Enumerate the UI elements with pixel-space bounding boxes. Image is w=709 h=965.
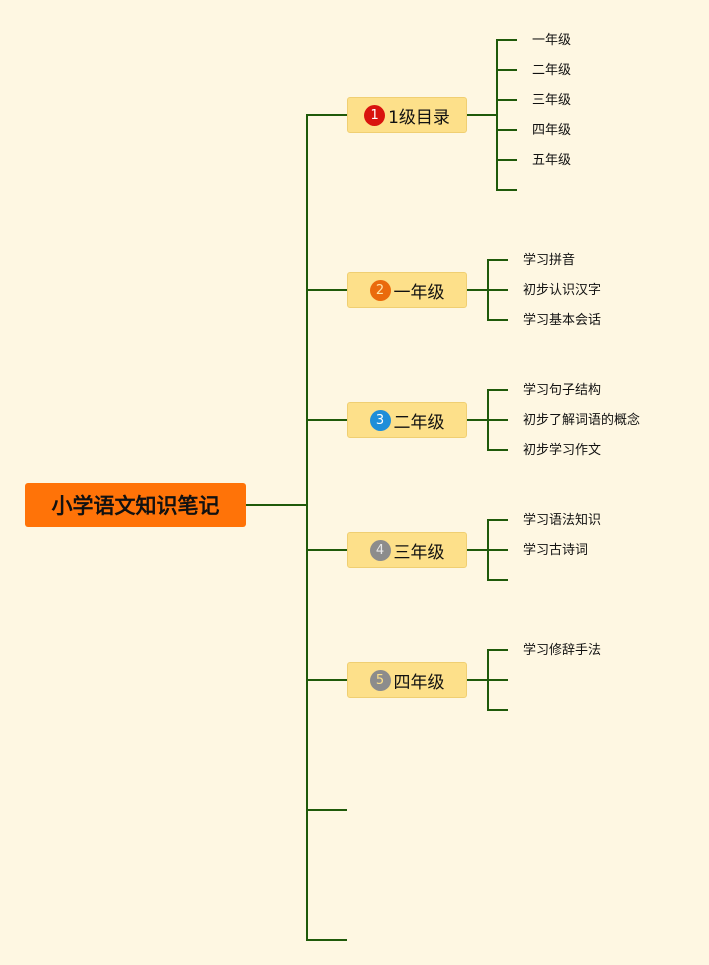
branch-topic-3[interactable]: 3 二年级 [347, 402, 467, 438]
branch-topic-2[interactable]: 2 一年级 [347, 272, 467, 308]
branch-topic-label: 四年级 [393, 672, 445, 693]
leaf-topic[interactable]: 二年级 [532, 63, 572, 78]
number-5-icon: 5 [369, 669, 391, 691]
leaf-topic[interactable]: 初步学习作文 [523, 443, 602, 458]
root-topic[interactable]: 小学语文知识笔记 [25, 483, 246, 527]
leaf-topic[interactable]: 学习句子结构 [523, 383, 602, 398]
branch-topic-label: 一年级 [393, 282, 445, 303]
number-4-icon: 4 [369, 539, 391, 561]
branch-topic-label: 二年级 [393, 412, 445, 433]
branch-topic-1[interactable]: 1 1级目录 [347, 97, 467, 133]
leaf-topic[interactable]: 学习拼音 [523, 253, 576, 268]
number-2-icon: 2 [369, 279, 391, 301]
leaf-topic[interactable]: 学习修辞手法 [523, 643, 602, 658]
branch-topic-label: 三年级 [393, 542, 445, 563]
leaf-topic[interactable]: 初步认识汉字 [523, 283, 602, 298]
number-1-icon: 1 [364, 104, 386, 126]
branch-topic-5[interactable]: 5 四年级 [347, 662, 467, 698]
branch-topic-label: 1级目录 [388, 107, 450, 128]
leaf-topic[interactable]: 学习基本会话 [523, 313, 602, 328]
number-3-icon: 3 [369, 409, 391, 431]
leaf-topic[interactable]: 初步了解词语的概念 [523, 413, 641, 428]
leaf-topic[interactable]: 三年级 [532, 93, 572, 108]
leaf-topic[interactable]: 五年级 [532, 153, 572, 168]
leaf-topic[interactable]: 一年级 [532, 33, 572, 48]
root-topic-label: 小学语文知识笔记 [51, 494, 220, 518]
leaf-topic[interactable]: 学习古诗词 [523, 543, 589, 558]
leaf-topic[interactable]: 学习语法知识 [523, 513, 602, 528]
branch-topic-4[interactable]: 4 三年级 [347, 532, 467, 568]
leaf-topic[interactable]: 四年级 [532, 123, 572, 138]
